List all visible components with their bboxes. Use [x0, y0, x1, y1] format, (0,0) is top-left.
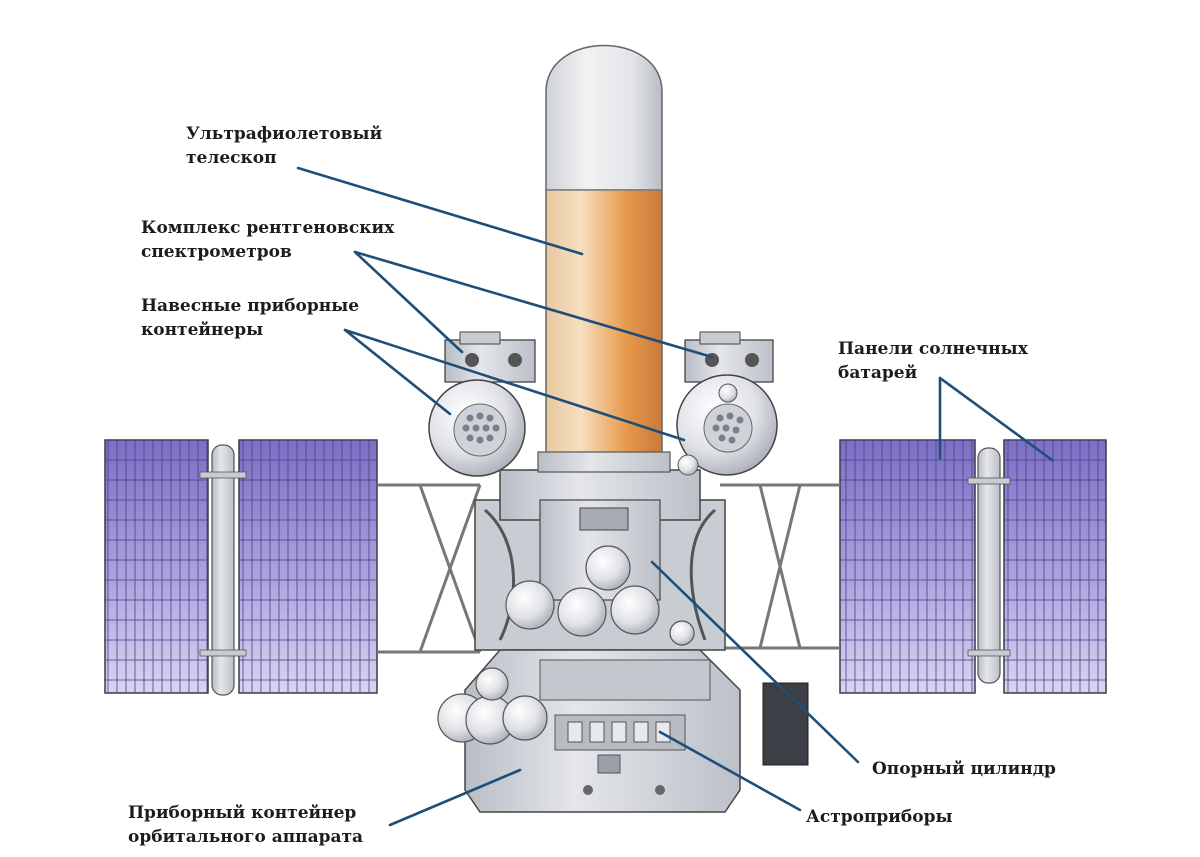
xray-spectrometer-right	[684, 331, 774, 383]
leader-xray-left	[353, 250, 464, 354]
label-orbital-container: Приборный контейнер орбитального аппарат…	[128, 801, 363, 849]
label-uv-telescope: Ультрафиолетовый телескоп	[186, 122, 382, 170]
side-panel-dark	[762, 682, 809, 766]
panel-hinge-left	[199, 444, 247, 696]
label-solar-line1: Панели солнечных	[838, 339, 1028, 359]
label-support-cylinder-text: Опорный цилиндр	[872, 759, 1056, 779]
label-astro-text: Астроприборы	[806, 807, 953, 827]
leader-container-left	[343, 328, 452, 416]
label-solar-line2: батарей	[838, 363, 918, 383]
label-uv-telescope-line1: Ультрафиолетовый	[186, 124, 383, 144]
lower-spheres	[437, 667, 548, 745]
solar-panel-right-outer	[1003, 439, 1107, 694]
panel-hinge-right	[967, 447, 1011, 684]
label-astro-instruments: Астроприборы	[806, 805, 953, 829]
leader-astro	[658, 730, 802, 812]
mounted-container-right	[676, 374, 778, 476]
leader-solar-right	[938, 376, 1054, 462]
fuel-tanks	[505, 545, 695, 646]
label-solar-panels: Панели солнечных батарей	[838, 337, 1028, 385]
label-xray-line1: Комплекс рентгеновских	[141, 218, 395, 238]
label-uv-telescope-line2: телескоп	[186, 148, 277, 168]
leader-lines	[296, 166, 1054, 827]
label-xray-spectrometers: Комплекс рентгеновских спектрометров	[141, 216, 394, 264]
label-orbital-line1: Приборный контейнер	[128, 803, 357, 823]
label-support-cylinder: Опорный цилиндр	[872, 757, 1056, 781]
leader-support-cylinder	[650, 560, 860, 764]
mounted-container-left	[428, 379, 526, 477]
xray-spectrometer-left	[444, 331, 536, 383]
leader-uv-telescope	[296, 166, 584, 256]
leader-orbital-container	[388, 768, 522, 827]
small-sphere-right	[677, 454, 699, 476]
orbital-instrument-container	[464, 649, 741, 813]
label-mounted-containers: Навесные приборные контейнеры	[141, 294, 359, 342]
uv-telescope	[537, 44, 671, 473]
label-xray-line2: спектрометров	[141, 242, 292, 262]
solar-panel-left-inner	[238, 439, 378, 694]
solar-panel-left-outer	[104, 439, 209, 694]
label-containers-line2: контейнеры	[141, 320, 264, 340]
label-containers-line1: Навесные приборные	[141, 296, 360, 316]
label-orbital-line2: орбитального аппарата	[128, 827, 364, 847]
leader-xray-right	[353, 250, 714, 359]
solar-panel-right-inner	[839, 439, 976, 694]
leader-container-right	[343, 328, 686, 442]
solar-truss	[377, 483, 840, 654]
